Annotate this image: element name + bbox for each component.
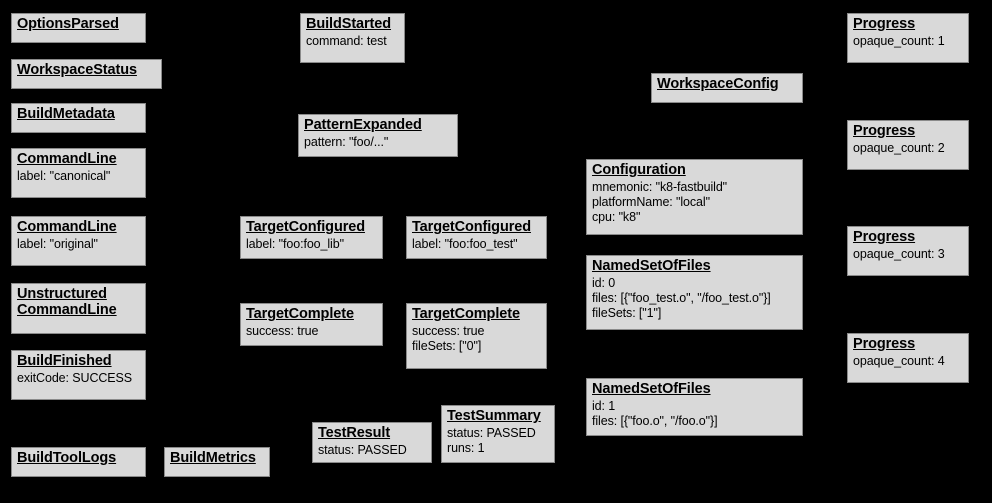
event-node-title: Progress: [853, 123, 916, 139]
event-node-fields: opaque_count: 3: [853, 247, 963, 262]
event-node-field: opaque_count: 1: [853, 33, 945, 48]
event-node-field: cpu: "k8": [592, 210, 641, 225]
event-node-fields: success: true: [246, 324, 377, 339]
event-node-title: CommandLine: [17, 219, 117, 235]
event-node-field: label: "canonical": [17, 168, 111, 183]
event-node-fields: opaque_count: 2: [853, 141, 963, 156]
event-node-fields: mnemonic: "k8-fastbuild"platformName: "l…: [592, 180, 797, 226]
event-node-field: status: PASSED: [447, 425, 536, 440]
event-node-workspace-config[interactable]: WorkspaceConfig: [651, 73, 803, 103]
event-node-title: TestSummary: [447, 408, 541, 424]
event-node-field: command: test: [306, 33, 387, 48]
event-node-title: BuildToolLogs: [17, 450, 117, 466]
event-node-fields: label: "foo:foo_test": [412, 237, 541, 252]
event-node-field: mnemonic: "k8-fastbuild": [592, 179, 728, 194]
event-node-fields: command: test: [306, 34, 399, 49]
event-node-title: OptionsParsed: [17, 16, 119, 32]
event-node-title: TargetComplete: [412, 306, 520, 322]
event-node-title: Configuration: [592, 162, 686, 178]
event-node-fields: status: PASSED: [318, 443, 426, 458]
event-node-title: Progress: [853, 16, 916, 32]
event-node-title: NamedSetOfFiles: [592, 258, 711, 274]
event-node-title: BuildFinished: [17, 353, 112, 369]
event-node-fields: opaque_count: 4: [853, 354, 963, 369]
event-node-title: BuildMetrics: [170, 450, 256, 466]
event-node-build-metrics[interactable]: BuildMetrics: [164, 447, 270, 477]
event-node-title: TestResult: [318, 425, 391, 441]
event-node-title: TargetComplete: [246, 306, 354, 322]
event-node-title: WorkspaceStatus: [17, 62, 137, 78]
event-node-title: Unstructured CommandLine: [17, 286, 117, 318]
event-node-title: TargetConfigured: [412, 219, 531, 235]
event-node-title: WorkspaceConfig: [657, 76, 779, 92]
event-node-field: exitCode: SUCCESS: [17, 370, 133, 385]
event-node-field: success: true: [412, 323, 485, 338]
event-node-field: runs: 1: [447, 440, 485, 455]
event-node-field: label: "foo:foo_lib": [246, 236, 344, 251]
event-node-title: CommandLine: [17, 151, 117, 167]
event-node-fields: exitCode: SUCCESS: [17, 371, 140, 386]
event-node-fields: label: "canonical": [17, 169, 140, 184]
event-node-title: NamedSetOfFiles: [592, 381, 711, 397]
event-node-field: fileSets: ["0"]: [412, 338, 482, 353]
event-node-title: PatternExpanded: [304, 117, 422, 133]
event-node-options-parsed[interactable]: OptionsParsed: [11, 13, 146, 43]
event-node-field: id: 1: [592, 398, 616, 413]
event-node-field: platformName: "local": [592, 194, 710, 209]
event-node-field: files: [{"foo_test.o", "/foo_test.o"}]: [592, 290, 771, 305]
event-node-title: BuildStarted: [306, 16, 392, 32]
event-node-field: label: "original": [17, 236, 98, 251]
event-node-build-tool-logs[interactable]: BuildToolLogs: [11, 447, 146, 477]
event-node-workspace-status[interactable]: WorkspaceStatus: [11, 59, 162, 89]
event-node-field: opaque_count: 3: [853, 246, 945, 261]
event-node-field: opaque_count: 2: [853, 140, 945, 155]
event-node-field: label: "foo:foo_test": [412, 236, 518, 251]
event-node-build-metadata[interactable]: BuildMetadata: [11, 103, 146, 133]
event-node-fields: label: "foo:foo_lib": [246, 237, 377, 252]
event-node-field: fileSets: ["1"]: [592, 306, 662, 321]
event-node-fields: pattern: "foo/...": [304, 135, 452, 150]
event-node-field: pattern: "foo/...": [304, 134, 389, 149]
event-node-unstructured-command-line[interactable]: Unstructured CommandLine: [11, 283, 146, 334]
event-node-title: TargetConfigured: [246, 219, 365, 235]
event-node-title: BuildMetadata: [17, 106, 115, 122]
event-node-fields: opaque_count: 1: [853, 34, 963, 49]
event-node-field: success: true: [246, 323, 319, 338]
event-node-title: Progress: [853, 336, 916, 352]
event-node-fields: label: "original": [17, 237, 140, 252]
event-node-field: files: [{"foo.o", "/foo.o"}]: [592, 413, 718, 428]
event-node-title: Progress: [853, 229, 916, 245]
event-node-field: status: PASSED: [318, 442, 407, 457]
event-node-field: id: 0: [592, 275, 616, 290]
event-node-field: opaque_count: 4: [853, 353, 945, 368]
